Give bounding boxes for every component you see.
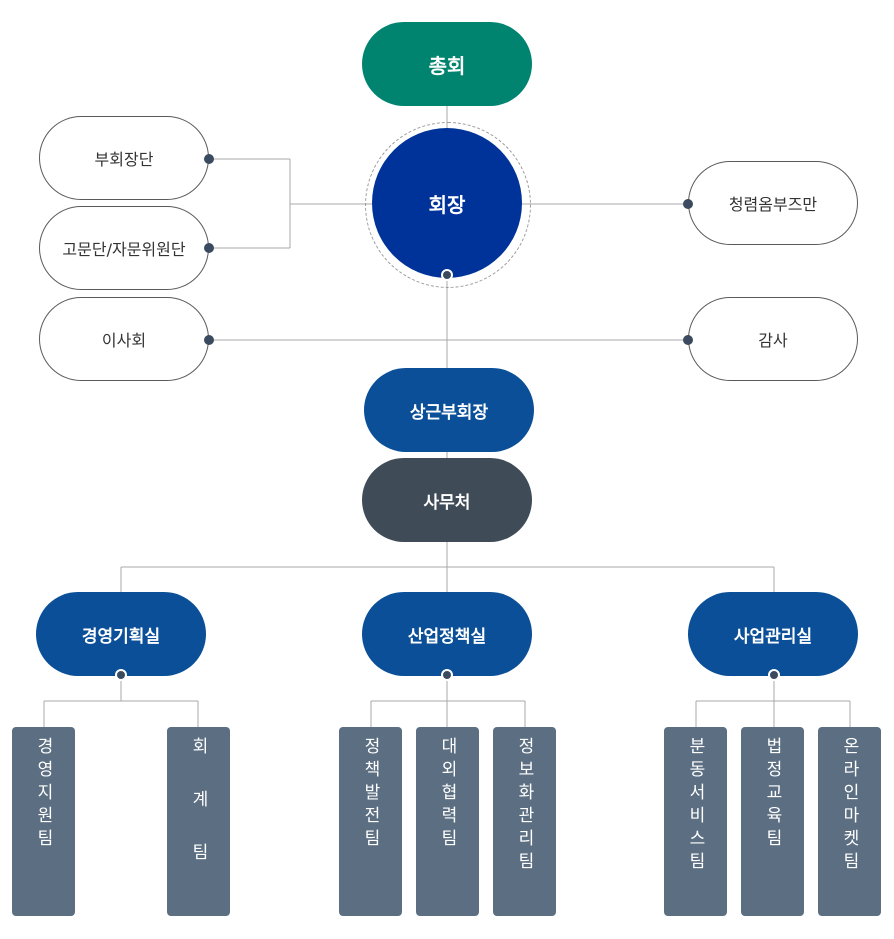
advisory-node: 고문단/자문위원단 <box>39 206 209 290</box>
secretariat-node: 사무처 <box>362 458 532 542</box>
president-label: 회장 <box>428 192 466 217</box>
team-label: 법정교육팀 <box>762 737 782 852</box>
team-label: 대외협력팀 <box>437 737 457 852</box>
connector-dot <box>204 335 214 345</box>
team-box: 회 계 팀 <box>167 727 230 916</box>
standing-vp-node: 상근부회장 <box>364 368 534 452</box>
vice-presidents-label: 부회장단 <box>94 150 154 169</box>
board-label: 이사회 <box>101 331 147 350</box>
team-label: 회 계 팀 <box>188 737 208 868</box>
team-box: 정책발전팀 <box>339 727 402 916</box>
general-assembly-node: 총회 <box>362 22 532 106</box>
standing-vp-label: 상근부회장 <box>409 402 489 423</box>
connector-dot <box>204 243 214 253</box>
office-node: 산업정책실 <box>362 592 532 676</box>
team-box: 분동서비스팀 <box>664 727 727 916</box>
office-label: 경영기획실 <box>81 626 161 647</box>
board-node: 이사회 <box>39 297 209 381</box>
president-node: 회장 <box>372 128 522 278</box>
team-box: 경영지원팀 <box>12 727 75 916</box>
general-assembly-label: 총회 <box>428 53 466 78</box>
team-label: 정책발전팀 <box>360 737 380 852</box>
team-label: 온라인마켓팀 <box>839 737 859 875</box>
team-box: 정보화관리팀 <box>493 727 556 916</box>
team-box: 대외협력팀 <box>416 727 479 916</box>
audit-node: 감사 <box>688 297 858 381</box>
team-label: 정보화관리팀 <box>514 737 534 875</box>
team-label: 분동서비스팀 <box>685 737 705 875</box>
office-node: 사업관리실 <box>688 592 858 676</box>
connector-dot <box>115 669 127 681</box>
ombudsman-label: 청렴옴부즈만 <box>728 195 818 214</box>
ombudsman-node: 청렴옴부즈만 <box>688 161 858 245</box>
advisory-label: 고문단/자문위원단 <box>62 240 186 259</box>
team-label: 경영지원팀 <box>33 737 53 852</box>
connector-dot <box>768 669 780 681</box>
team-box: 법정교육팀 <box>741 727 804 916</box>
office-node: 경영기획실 <box>36 592 206 676</box>
president-ring <box>365 122 531 288</box>
connector-dot <box>204 154 214 164</box>
connector-dot <box>441 669 453 681</box>
connector-dot <box>441 269 453 281</box>
office-label: 사업관리실 <box>733 626 813 647</box>
connector-dot <box>683 335 693 345</box>
connector-dot <box>683 199 693 209</box>
audit-label: 감사 <box>758 331 788 350</box>
secretariat-label: 사무처 <box>423 492 471 513</box>
office-label: 산업정책실 <box>407 626 487 647</box>
vice-presidents-node: 부회장단 <box>39 116 209 200</box>
team-box: 온라인마켓팀 <box>818 727 881 916</box>
